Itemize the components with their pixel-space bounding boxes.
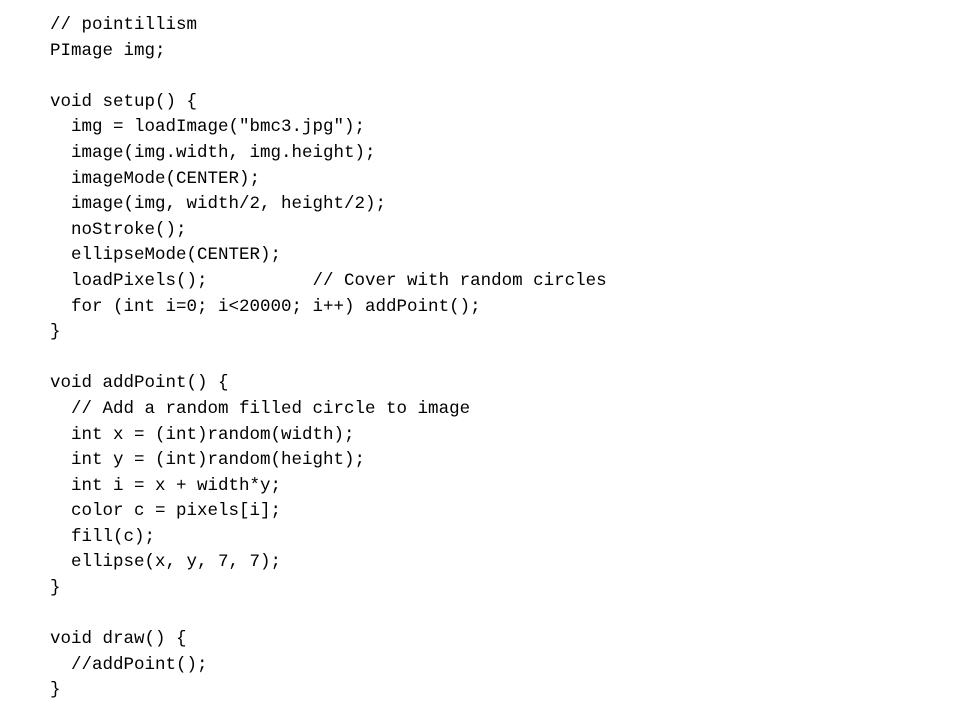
code-line: ellipseMode(CENTER); [50,245,282,266]
code-line: } [50,322,61,343]
code-line: } [50,680,61,701]
code-line: // Add a random filled circle to image [50,398,471,419]
code-line: img = loadImage("bmc3.jpg"); [50,117,366,138]
code-line [50,602,930,628]
code-line: PImage img; [50,40,166,61]
code-line: int i = x + width*y; [50,475,282,496]
code-line: ellipse(x, y, 7, 7); [50,552,282,573]
code-line: int x = (int)random(width); [50,424,355,445]
code-line: fill(c); [50,526,156,547]
code-line: } [50,578,61,599]
code-line: image(img, width/2, height/2); [50,194,387,215]
code-line: loadPixels(); // Cover with random circl… [50,270,607,291]
code-line: int y = (int)random(height); [50,450,366,471]
code-line: noStroke(); [50,219,187,240]
code-line [50,346,930,372]
code-line: color c = pixels[i]; [50,501,282,522]
code-line: void draw() { [50,629,187,650]
code-line: //addPoint(); [50,654,208,675]
code-line [50,64,930,90]
code-line: // pointillism [50,15,198,35]
code-line: for (int i=0; i<20000; i++) addPoint(); [50,296,481,317]
code-line: void addPoint() { [50,373,229,394]
code-line: void setup() { [50,91,198,112]
code-line: image(img.width, img.height); [50,142,376,163]
code-line: imageMode(CENTER); [50,168,261,189]
code-listing: // pointillism PImage img; void setup() … [50,13,930,704]
